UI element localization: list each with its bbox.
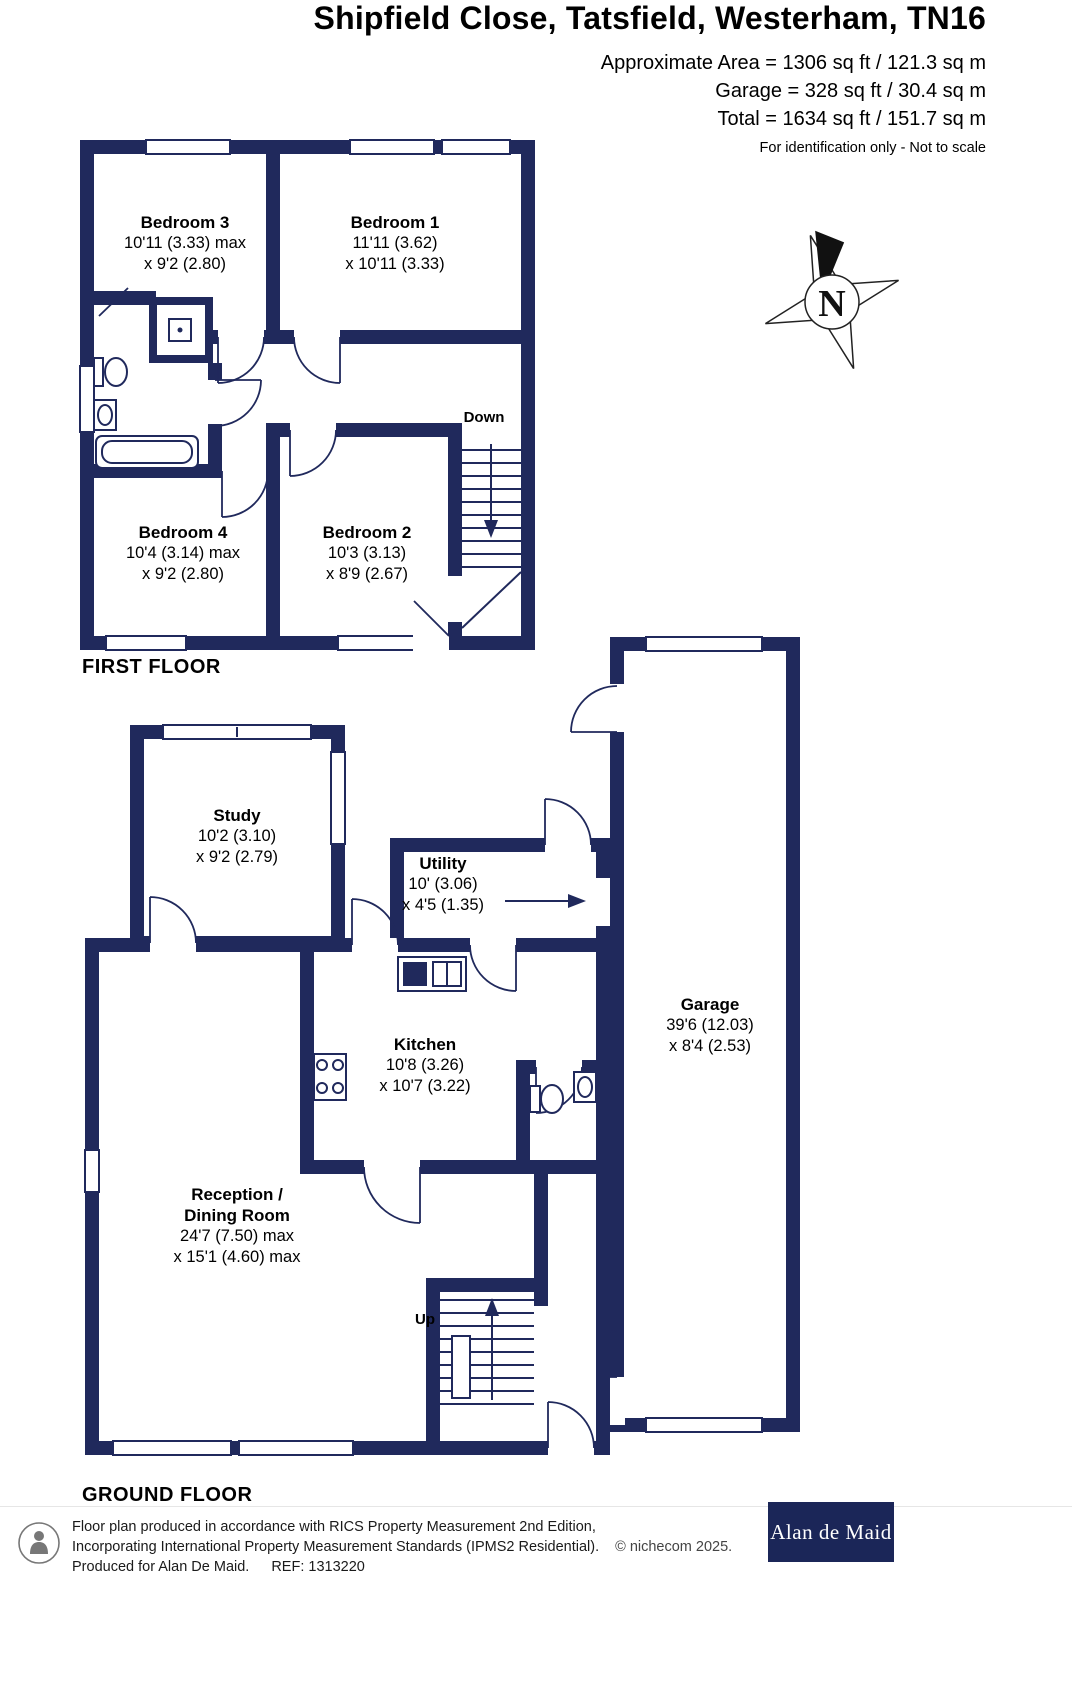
door-opening <box>413 635 449 651</box>
room-label-reception-dining: Reception / Dining Room 24'7 (7.50) max … <box>173 1185 301 1266</box>
window-icon <box>238 1440 354 1456</box>
staircase-down <box>461 444 522 629</box>
room-label-study: Study 10'2 (3.10) x 9'2 (2.79) <box>195 806 279 866</box>
window-icon <box>330 751 346 845</box>
first-floor-label: FIRST FLOOR <box>82 656 221 678</box>
window-icon <box>645 636 763 652</box>
window-icon <box>84 1149 100 1193</box>
down-arrow-icon <box>484 520 498 538</box>
right-arrow-icon <box>568 894 586 908</box>
ground-floor-label: GROUND FLOOR <box>82 1484 253 1506</box>
header: Shipfield Close, Tatsfield, Westerham, T… <box>314 0 986 156</box>
sink-icon <box>573 1071 597 1103</box>
room-label-bedroom-3: Bedroom 3 10'11 (3.33) max x 9'2 (2.80) <box>123 213 247 273</box>
window-icon <box>105 635 187 651</box>
hob-icon <box>313 1053 347 1101</box>
window-icon <box>349 139 435 155</box>
room-label-kitchen: Kitchen 10'8 (3.26) x 10'7 (3.22) <box>379 1035 471 1095</box>
stairs-down-label: Down <box>463 409 505 426</box>
footer-line3: Produced for Alan De Maid. <box>72 1559 250 1575</box>
first-floor-doors <box>98 287 450 637</box>
main-block-windows <box>84 1149 354 1456</box>
window-icon <box>441 139 511 155</box>
compass-north-label: N <box>818 283 845 325</box>
room-label-bedroom-1: Bedroom 1 11'11 (3.62) x 10'11 (3.33) <box>345 213 445 273</box>
footer-line2: Incorporating International Property Mea… <box>72 1539 600 1555</box>
kitchen-sink-icon <box>397 956 467 992</box>
door-opening <box>609 1377 625 1425</box>
ground-floor-doors <box>149 798 595 1449</box>
window-icon <box>337 635 421 651</box>
door-opening <box>609 684 625 732</box>
study-openings <box>162 724 346 845</box>
room-label-garage: Garage 39'6 (12.03) x 8'4 (2.53) <box>666 995 754 1055</box>
room-label-utility: Utility 10' (3.06) x 4'5 (1.35) <box>401 854 485 914</box>
footer-ref: REF: 1313220 <box>271 1559 365 1575</box>
window-icon <box>79 365 95 433</box>
page-title: Shipfield Close, Tatsfield, Westerham, T… <box>313 0 986 36</box>
alan-de-maid-logo-text: Alan de Maid <box>770 1519 892 1544</box>
disclaimer: For identification only - Not to scale <box>759 140 986 156</box>
footer-line1: Floor plan produced in accordance with R… <box>72 1519 596 1535</box>
toilet-icon <box>93 357 128 387</box>
up-arrow-icon <box>485 1298 499 1316</box>
footer-copyright: © nichecom 2025. <box>615 1539 733 1555</box>
window-icon <box>145 139 231 155</box>
room-label-bedroom-2: Bedroom 2 10'3 (3.13) x 8'9 (2.67) <box>322 523 412 583</box>
first-floor-windows <box>79 139 511 651</box>
door-openings <box>150 935 594 1456</box>
staircase-up <box>440 1298 534 1405</box>
area-total: Total = 1634 sq ft / 151.7 sq m <box>717 108 987 130</box>
first-floor-plan <box>79 139 535 651</box>
stairs-up-label: Up <box>415 1311 435 1328</box>
ground-floor-plan <box>84 636 800 1456</box>
compass-rose: N <box>765 230 899 369</box>
shower-icon <box>149 297 213 363</box>
alan-de-maid-logo: Alan de Maid <box>768 1502 894 1562</box>
entrance-arrow <box>505 894 586 908</box>
sink-icon <box>93 399 117 431</box>
bathtub-icon <box>95 435 199 469</box>
window-icon <box>645 1417 763 1433</box>
area-garage: Garage = 328 sq ft / 30.4 sq m <box>715 80 986 102</box>
toilet-icon <box>529 1084 564 1114</box>
garage-openings <box>570 636 763 1433</box>
ground-floor-interior-walls <box>300 838 610 1441</box>
person-icon <box>18 1522 60 1564</box>
footer-text: Floor plan produced in accordance with R… <box>72 1517 732 1577</box>
room-label-bedroom-4: Bedroom 4 10'4 (3.14) max x 9'2 (2.80) <box>125 523 241 583</box>
footer: Floor plan produced in accordance with R… <box>0 1506 1072 1681</box>
area-approximate: Approximate Area = 1306 sq ft / 121.3 sq… <box>600 52 986 74</box>
window-icon <box>112 1440 232 1456</box>
